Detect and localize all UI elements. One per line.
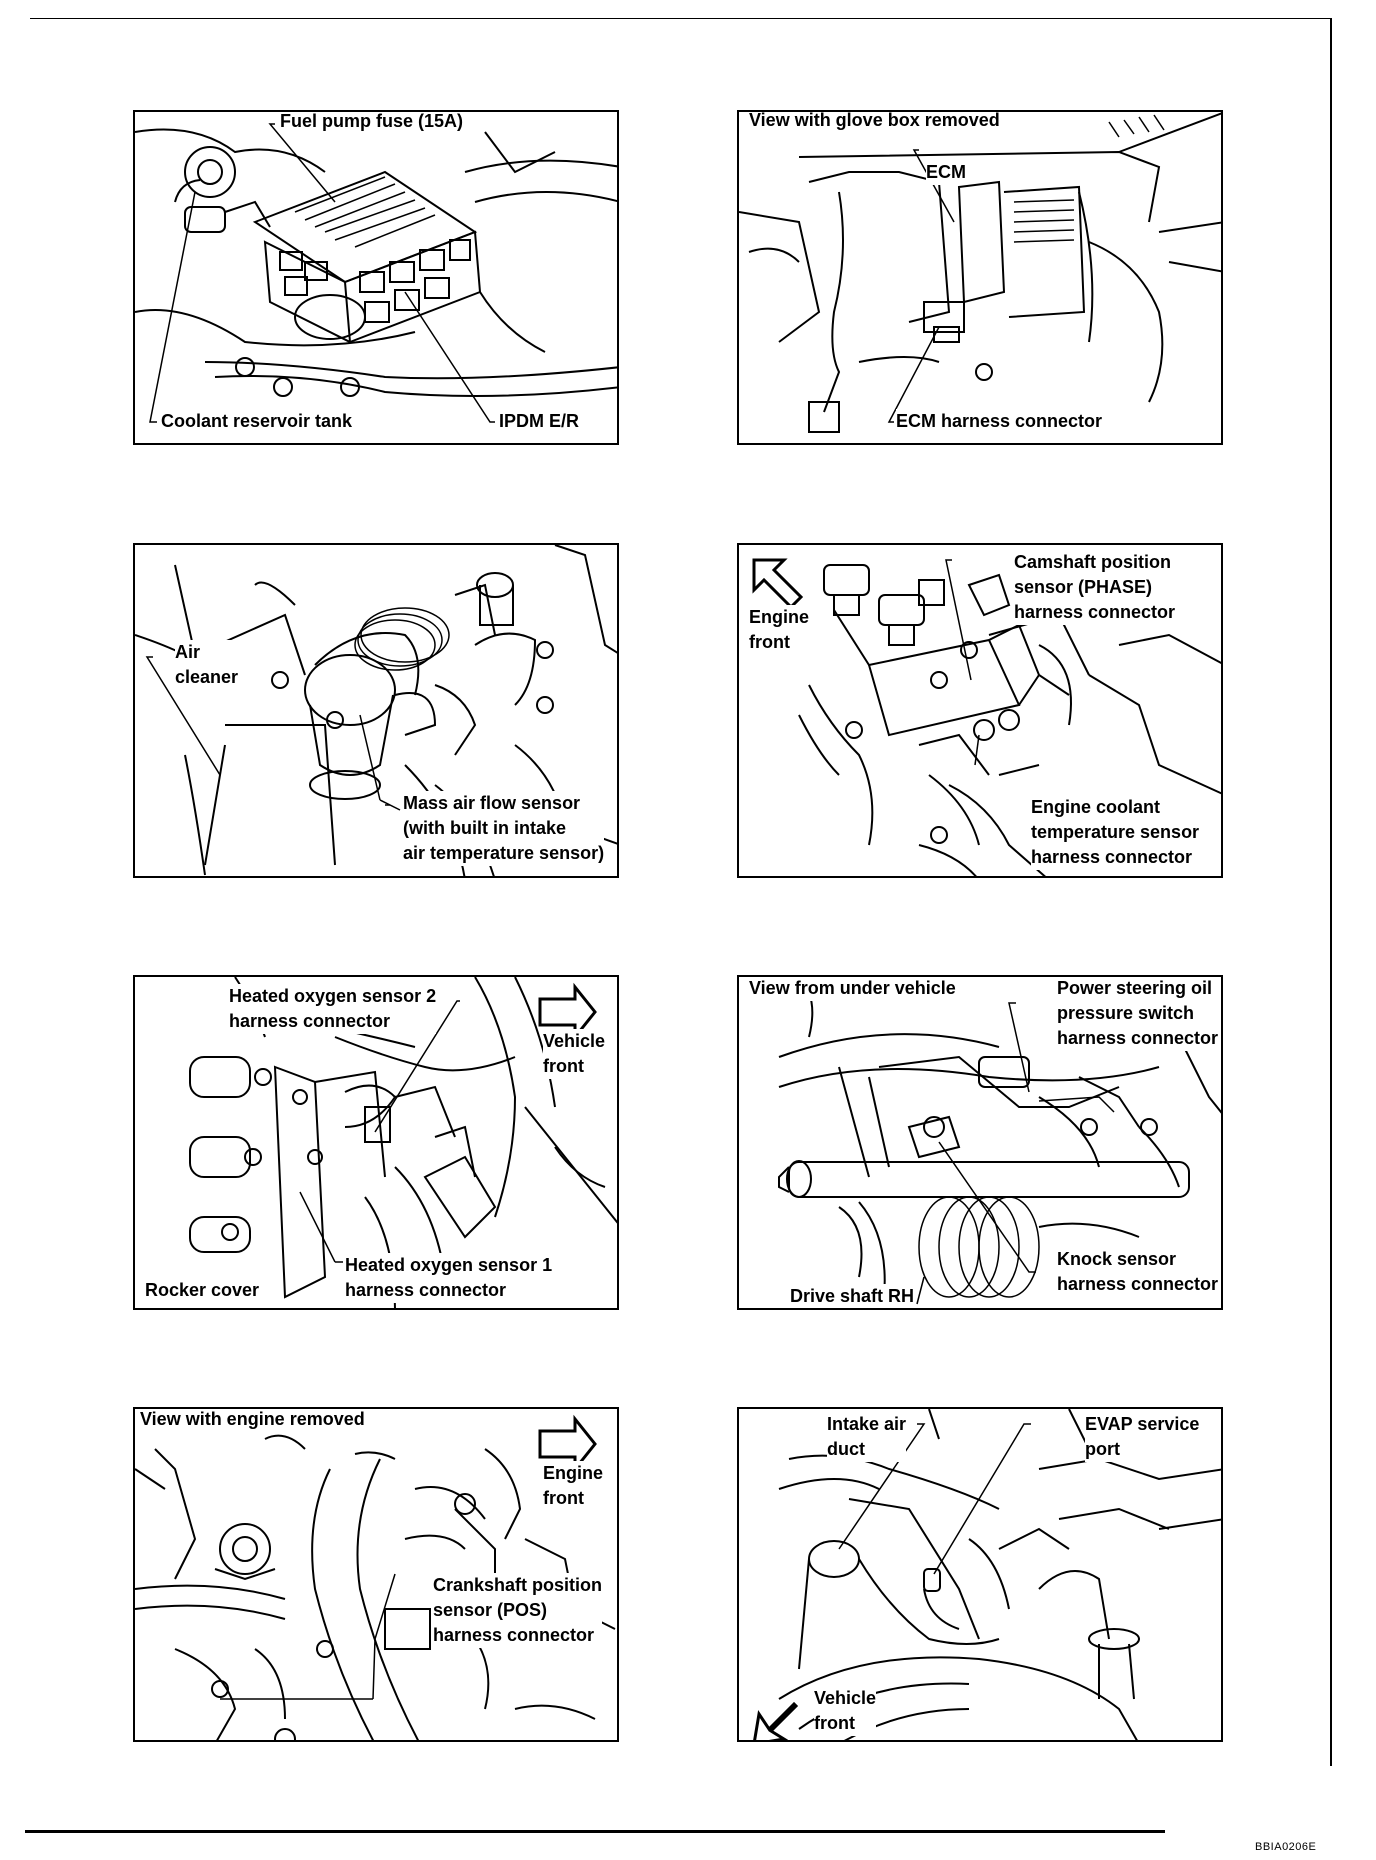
label-drive-shaft-rh: Drive shaft RH (790, 1284, 915, 1308)
label-coolant-reservoir-tank: Coolant reservoir tank (161, 409, 353, 434)
label-ipdm-er: IPDM E/R (499, 409, 580, 434)
label-ecm: ECM (926, 160, 966, 185)
figure-id: BBIA0206E (1255, 1841, 1317, 1853)
label-rocker-cover: Rocker cover (145, 1278, 260, 1303)
label-view-engine-removed: View with engine removed (140, 1409, 365, 1432)
air-cleaner-illustration (135, 545, 617, 876)
panel-ipdm-fuse: Fuel pump fuse (15A) Coolant reservoir t… (133, 110, 619, 445)
label-mass-air-flow-sensor: Mass air flow sensor(with built in intak… (403, 791, 605, 866)
under-vehicle-illustration (778, 977, 1221, 1305)
label-fuel-pump-fuse: Fuel pump fuse (15A) (280, 112, 464, 134)
panel-ecm: View with glove box removed ECM ECM harn… (737, 110, 1223, 445)
label-ecm-harness-connector: ECM harness connector (896, 409, 1103, 434)
intake-duct-illustration (753, 1409, 1221, 1740)
page-frame-bottom (25, 1830, 1165, 1833)
ecm-location-illustration (739, 112, 1221, 433)
page-frame-top (30, 18, 1330, 19)
page-frame-right (1330, 18, 1332, 1766)
label-view-glove-box-removed: View with glove box removed (749, 112, 1000, 133)
engine-bay-illustration (135, 123, 617, 423)
panel-under-vehicle: View from under vehicle Power steering o… (737, 975, 1223, 1310)
label-view-from-under-vehicle: View from under vehicle (749, 977, 956, 1001)
